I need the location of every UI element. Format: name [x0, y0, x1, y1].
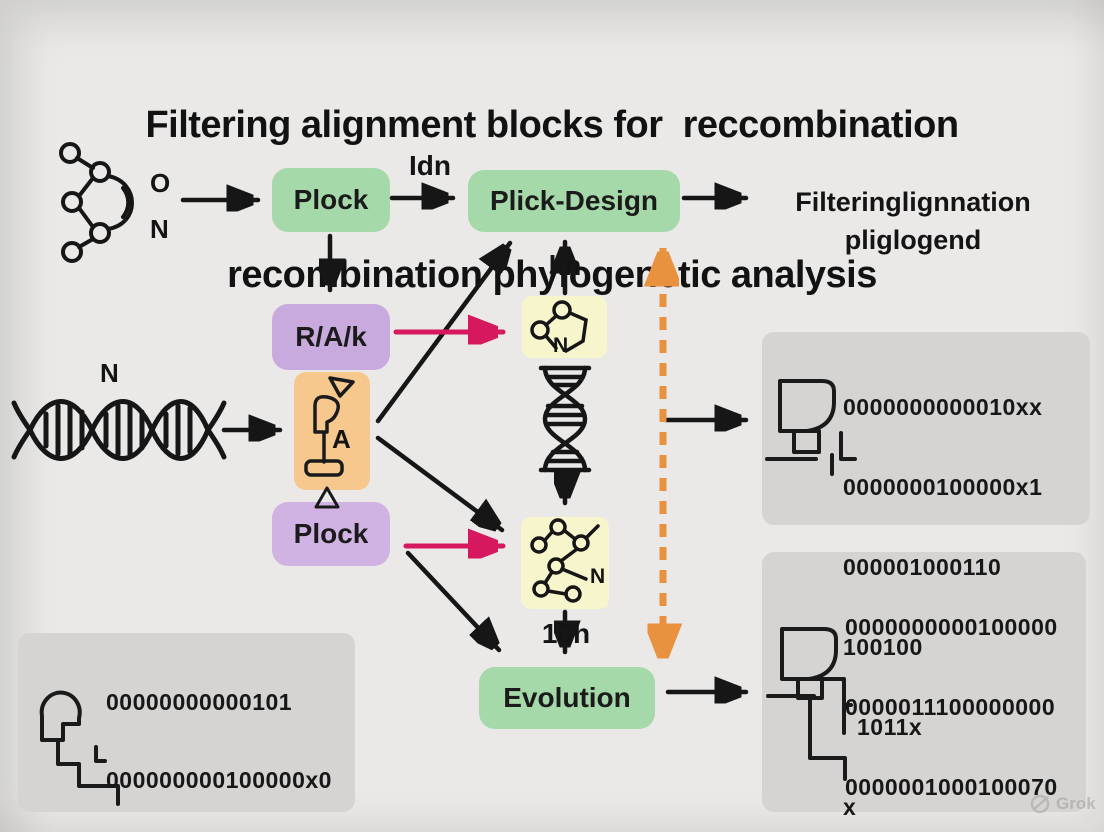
ring2-n-label: N: [590, 565, 606, 588]
node-plick-design[interactable]: Plick-Design: [468, 170, 680, 232]
binary-line: x: [843, 794, 857, 820]
node-plock-1[interactable]: Plock: [272, 168, 390, 232]
binary-line: 00000000000101: [106, 689, 293, 716]
node-plock-2[interactable]: Plock: [272, 502, 390, 566]
node-evolution-label: Evolution: [503, 682, 631, 713]
output-note-line-1: Filteringlignnation: [795, 187, 1031, 217]
arrow-aligner-to-molecule2: [375, 435, 502, 530]
node-plick-design-label: Plick-Design: [489, 185, 659, 216]
binary-line: 0000011100000000: [845, 694, 1056, 720]
binary-block-top-right: 0000000000010xx 0000000100000x1 00000100…: [843, 340, 1042, 832]
binary-line: 0000000000100000: [845, 614, 1058, 640]
node-plock-1-label: Plock: [293, 184, 369, 215]
edge-label-kn: kn: [548, 250, 582, 281]
output-note: Filteringlignnation pliglogend: [772, 183, 1054, 259]
node-plock-2-label: Plock: [293, 518, 369, 549]
node-rak-label: R/A/k: [295, 321, 367, 352]
binary-block-bottom-left: 00000000000101 000000000100000x0 0000000…: [106, 638, 332, 832]
arrow-plock2-to-evolution: [405, 550, 499, 650]
aligner-a-label: A: [332, 424, 351, 454]
watermark-text: Grok: [1056, 794, 1096, 813]
binary-line: 100100: [843, 634, 923, 660]
node-rak[interactable]: R/A/k: [272, 304, 390, 370]
molecule-o-label: O: [150, 168, 171, 198]
binary-line: 000001000110: [843, 554, 1002, 580]
dna-n-label: N: [100, 358, 119, 388]
dna-helix-horizontal-icon: [11, 399, 227, 461]
binary-line: 0000000000010xx: [843, 394, 1043, 420]
edge-label-idn: Idn: [409, 150, 451, 181]
binary-line: 1011x: [857, 714, 923, 740]
binary-block-bottom-right: 0000000000100000 0000011100000000 000000…: [845, 560, 1058, 832]
output-note-line-2: pliglogend: [844, 225, 982, 255]
edge-label-10h: 10h: [541, 618, 591, 649]
binary-line: 0000001000100070: [845, 774, 1058, 800]
node-molecule-2[interactable]: [521, 517, 609, 609]
ring1-n-label: N: [553, 334, 569, 357]
node-evolution[interactable]: Evolution: [479, 667, 655, 729]
molecule-n-label: N: [150, 214, 169, 244]
binary-line: 000000000100000x0: [106, 766, 332, 793]
title-line-1: Filtering alignment blocks for reccombin…: [145, 104, 959, 146]
binary-line: 0000000100000x1: [843, 474, 1043, 500]
